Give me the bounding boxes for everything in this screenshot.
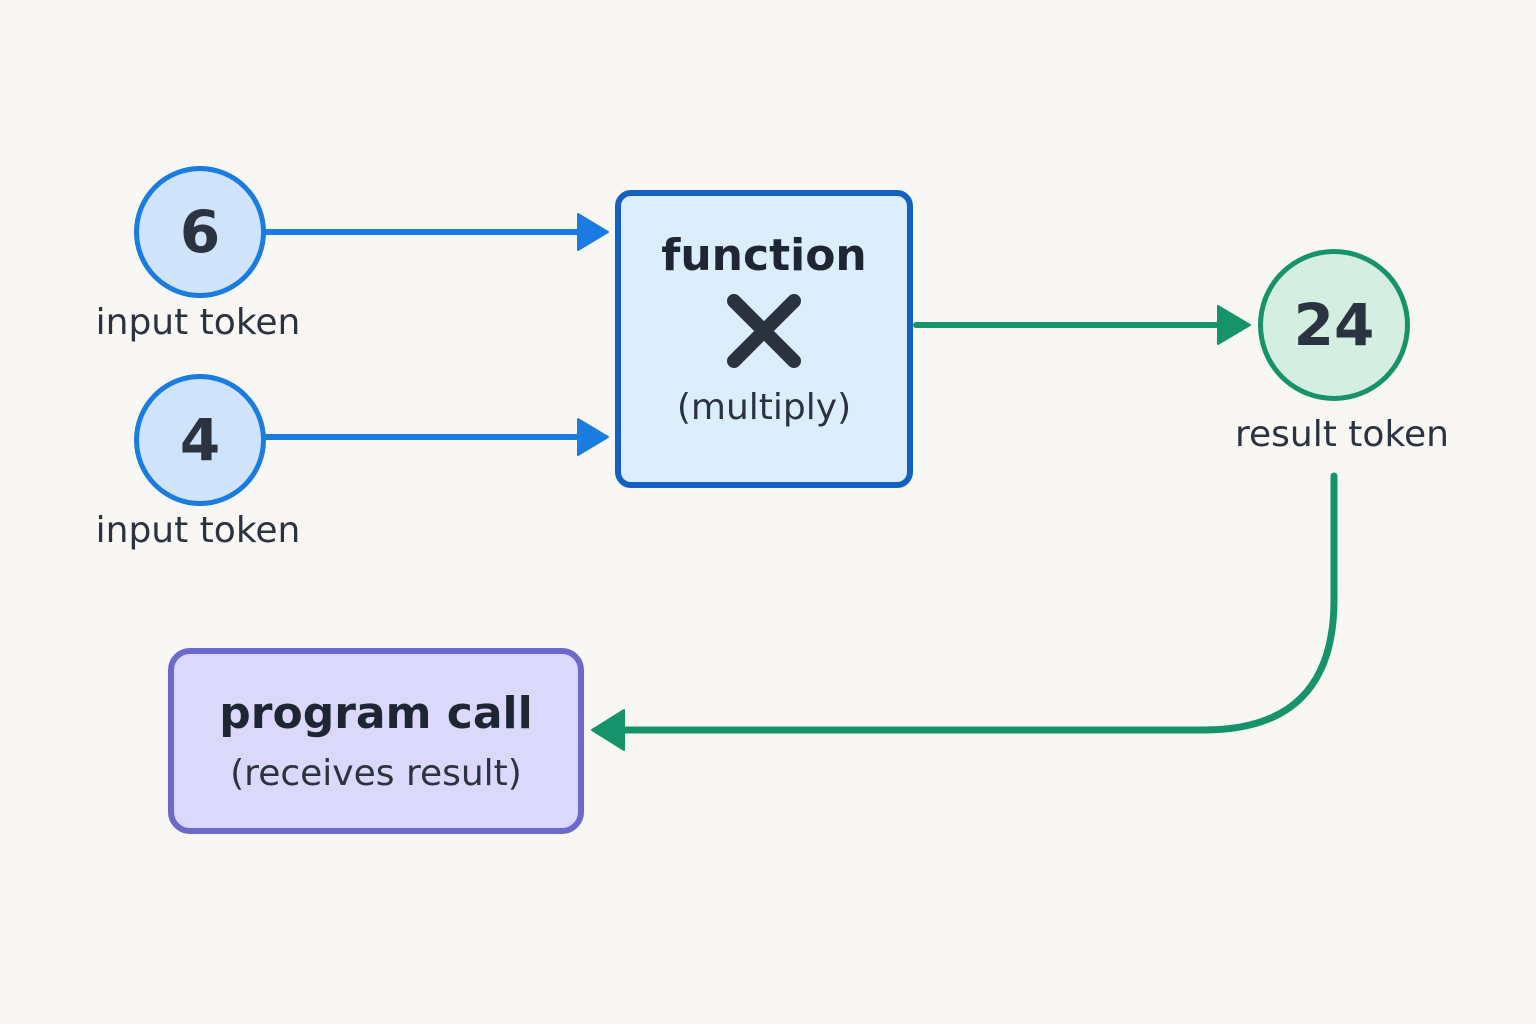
input-token-1-label: input token [95,302,301,343]
function-title: function [661,230,867,281]
arrowhead-program [591,709,625,751]
program-call-title: program call [219,688,533,739]
program-call-box: program call (receives result) [168,648,584,834]
arrowhead-result [1217,305,1251,345]
input-token-1-value: 6 [179,198,221,266]
input-token-2-label: input token [95,510,301,551]
multiply-icon [727,294,801,368]
input-token-2: 4 [134,374,266,506]
arrowhead-input-1 [577,213,609,251]
input-token-1: 6 [134,166,266,298]
input-token-2-value: 4 [179,406,221,474]
arrow-result-to-program [618,472,1338,734]
function-box: function (multiply) [615,190,913,488]
result-token-label: result token [1235,414,1449,455]
result-token-value: 24 [1293,291,1375,359]
function-subtitle: (multiply) [676,387,852,428]
result-token: 24 [1258,249,1410,401]
arrowhead-input-2 [577,418,609,456]
program-call-subtitle: (receives result) [230,753,522,794]
